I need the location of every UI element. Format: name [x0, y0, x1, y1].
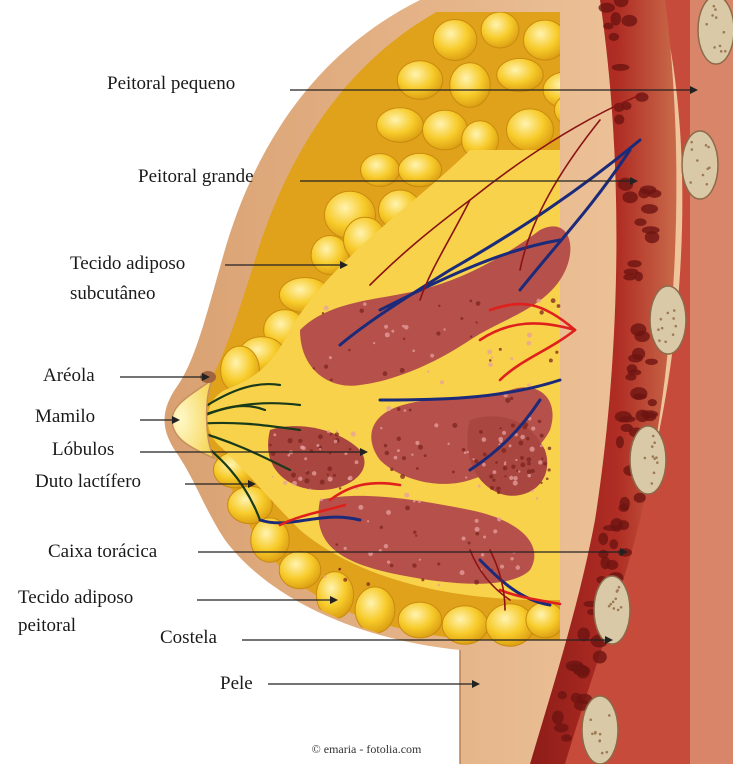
fat-lobule [526, 602, 564, 638]
fat-lobule [481, 12, 519, 48]
label-pele: Pele [220, 672, 253, 695]
label-tecido-adiposo-subcutaneo-line1: Tecido adiposo [70, 252, 185, 275]
label-caixa-toracica: Caixa torácica [48, 540, 157, 563]
label-costela: Costela [160, 626, 217, 649]
label-tecido-adiposo-subcutaneo-line2: subcutâneo [70, 282, 155, 305]
label-lobulos: Lóbulos [52, 438, 114, 461]
fat-lobule [377, 108, 424, 143]
fat-lobule [355, 587, 395, 633]
rib [630, 426, 666, 494]
fat-lobule [423, 110, 468, 150]
fat-lobule [450, 63, 491, 108]
label-areola: Aréola [43, 364, 95, 387]
label-duto-lactifero: Duto lactífero [35, 470, 141, 493]
label-tecido-adiposo-peitoral-line2: peitoral [18, 614, 76, 637]
label-mamilo: Mamilo [35, 405, 95, 428]
fat-lobule [397, 61, 442, 100]
label-tecido-adiposo-peitoral-line1: Tecido adiposo [18, 586, 133, 609]
rib [650, 286, 686, 354]
fat-lobule [497, 58, 544, 91]
fat-lobule [279, 551, 321, 589]
label-peitoral-grande: Peitoral grande [138, 165, 254, 188]
fat-lobule [442, 606, 488, 644]
rib [682, 131, 718, 199]
image-credit: © emaria - fotolia.com [0, 742, 733, 757]
label-peitoral-pequeno: Peitoral pequeno [107, 72, 235, 95]
rib [594, 576, 630, 644]
fat-lobule [398, 153, 441, 186]
fat-lobule [398, 602, 442, 638]
fat-lobule [433, 20, 477, 61]
